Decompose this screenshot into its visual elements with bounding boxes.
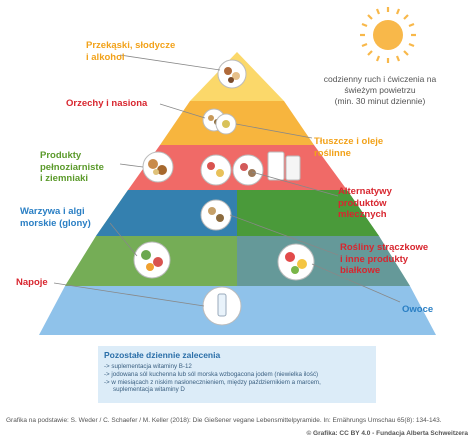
label-grains-line2: pełnoziarniste [40, 161, 104, 173]
label-snacks: Przekąski, słodycze i alkohol [86, 40, 175, 63]
plate-mixed-icon [200, 154, 232, 186]
label-fats-line2: roślinne [314, 147, 351, 159]
label-fruit-line1: Owoce [402, 304, 434, 315]
supplement-item: suplementacja witaminy D [113, 386, 185, 394]
label-veg: Warzywa i algi morskie (glony) [20, 206, 91, 229]
milk-carton-icon [267, 151, 301, 181]
plate-oils-icon [215, 113, 237, 135]
pyramid-tier-nuts-fats [160, 101, 314, 145]
activity-line2: świeżym powietrzu [344, 85, 416, 95]
supplement-item: -> jodowana sól kuchenna lub sól morska … [104, 370, 319, 378]
label-fruit: Owoce [402, 304, 433, 316]
supplements-box [98, 346, 376, 403]
pyramid-band-veg-upper [237, 190, 379, 236]
label-grains: Produkty pełnoziarniste i ziemniaki [40, 150, 104, 185]
plate-grains-icon [142, 151, 174, 183]
plate-fruit-icon [277, 243, 315, 281]
label-grains-line1: Produkty [40, 150, 82, 161]
supplements-list: -> suplementacja witaminy B-12 -> jodowa… [104, 363, 374, 394]
activity-text: codzienny ruch i ćwiczenia na świeżym po… [318, 74, 442, 107]
label-nuts-line1: Orzechy i nasiona [66, 98, 148, 109]
sun-icon [360, 7, 416, 63]
label-legumes-line1: Rośliny strączkowe [340, 242, 429, 253]
label-snacks-line1: Przekąski, słodycze [86, 40, 176, 51]
label-legumes-line3: białkowe [340, 265, 381, 276]
label-dairy-alt: Alternatywy produktów mlecznych [338, 186, 392, 221]
label-veg-line2: morskie (glony) [20, 217, 91, 229]
plate-legumes-icon [200, 199, 232, 231]
plate-drinks-icon [202, 286, 242, 326]
label-dairy-alt-line3: mlecznych [338, 209, 387, 220]
plate-dairy-alt-icon [232, 154, 264, 186]
activity-line1: codzienny ruch i ćwiczenia na [323, 74, 437, 84]
label-fats: Tłuszcze i oleje roślinne [314, 136, 383, 159]
label-nuts: Orzechy i nasiona [66, 98, 147, 110]
label-dairy-alt-line1: Alternatywy [338, 186, 392, 197]
activity-line3: (min. 30 minut dziennie) [334, 96, 426, 106]
label-veg-line1: Warzywa i algi [20, 206, 85, 217]
label-legumes: Rośliny strączkowe i inne produkty białk… [340, 242, 428, 277]
pyramid-band-legumes [96, 190, 237, 236]
plate-snacks-icon [217, 59, 247, 89]
label-drinks: Napoje [16, 277, 48, 289]
leader-lines [53, 54, 401, 307]
label-drinks-line1: Napoje [16, 277, 48, 288]
label-legumes-line2: i inne produkty [340, 253, 409, 265]
label-snacks-line2: i alkohol [86, 51, 125, 63]
credit-note: © Grafika: CC BY 4.0 - Fundacja Alberta … [306, 430, 468, 437]
supplement-item: -> w miesiącach z niskim nasłonecznienie… [104, 378, 321, 386]
source-note: Grafika na podstawie: S. Weder / C. Scha… [6, 417, 442, 424]
label-fats-line1: Tłuszcze i oleje [314, 136, 384, 147]
supplement-item: -> suplementacja witaminy B-12 [104, 363, 192, 370]
pyramid-band-fruit [237, 236, 410, 286]
label-dairy-alt-line2: produktów [338, 197, 387, 209]
label-grains-line3: i ziemniaki [40, 173, 89, 184]
supplements-title: Pozostałe dziennie zalecenia [104, 350, 221, 360]
plate-vegetables-icon [133, 241, 171, 279]
